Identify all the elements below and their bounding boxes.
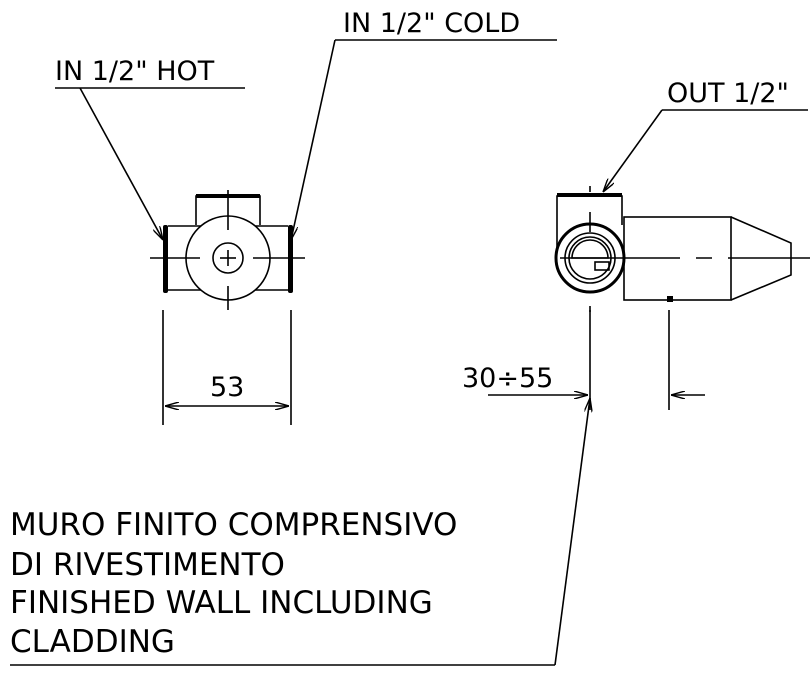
front-view-fitting — [150, 190, 305, 310]
out-label-text: OUT 1/2" — [667, 78, 789, 109]
note-line-4: CLADDING — [10, 624, 175, 660]
hot-label-text: IN 1/2" HOT — [55, 56, 215, 87]
finished-wall-note: MURO FINITO COMPRENSIVO DI RIVESTIMENTO … — [10, 398, 590, 666]
depth-dimension-text: 30÷55 — [462, 363, 553, 394]
hot-inlet-label: IN 1/2" HOT — [55, 56, 245, 240]
outlet-label: OUT 1/2" — [603, 78, 808, 192]
note-line-1: MURO FINITO COMPRENSIVO — [10, 507, 457, 543]
cold-label-text: IN 1/2" COLD — [343, 8, 520, 39]
side-view-fitting — [554, 186, 810, 312]
width-dimension: 53 — [162, 310, 292, 425]
note-line-3: FINISHED WALL INCLUDING — [10, 585, 433, 621]
depth-dimension: 30÷55 — [462, 310, 705, 410]
width-dimension-text: 53 — [210, 372, 244, 403]
note-line-2: DI RIVESTIMENTO — [10, 547, 285, 583]
cold-inlet-label: IN 1/2" COLD — [291, 8, 557, 240]
